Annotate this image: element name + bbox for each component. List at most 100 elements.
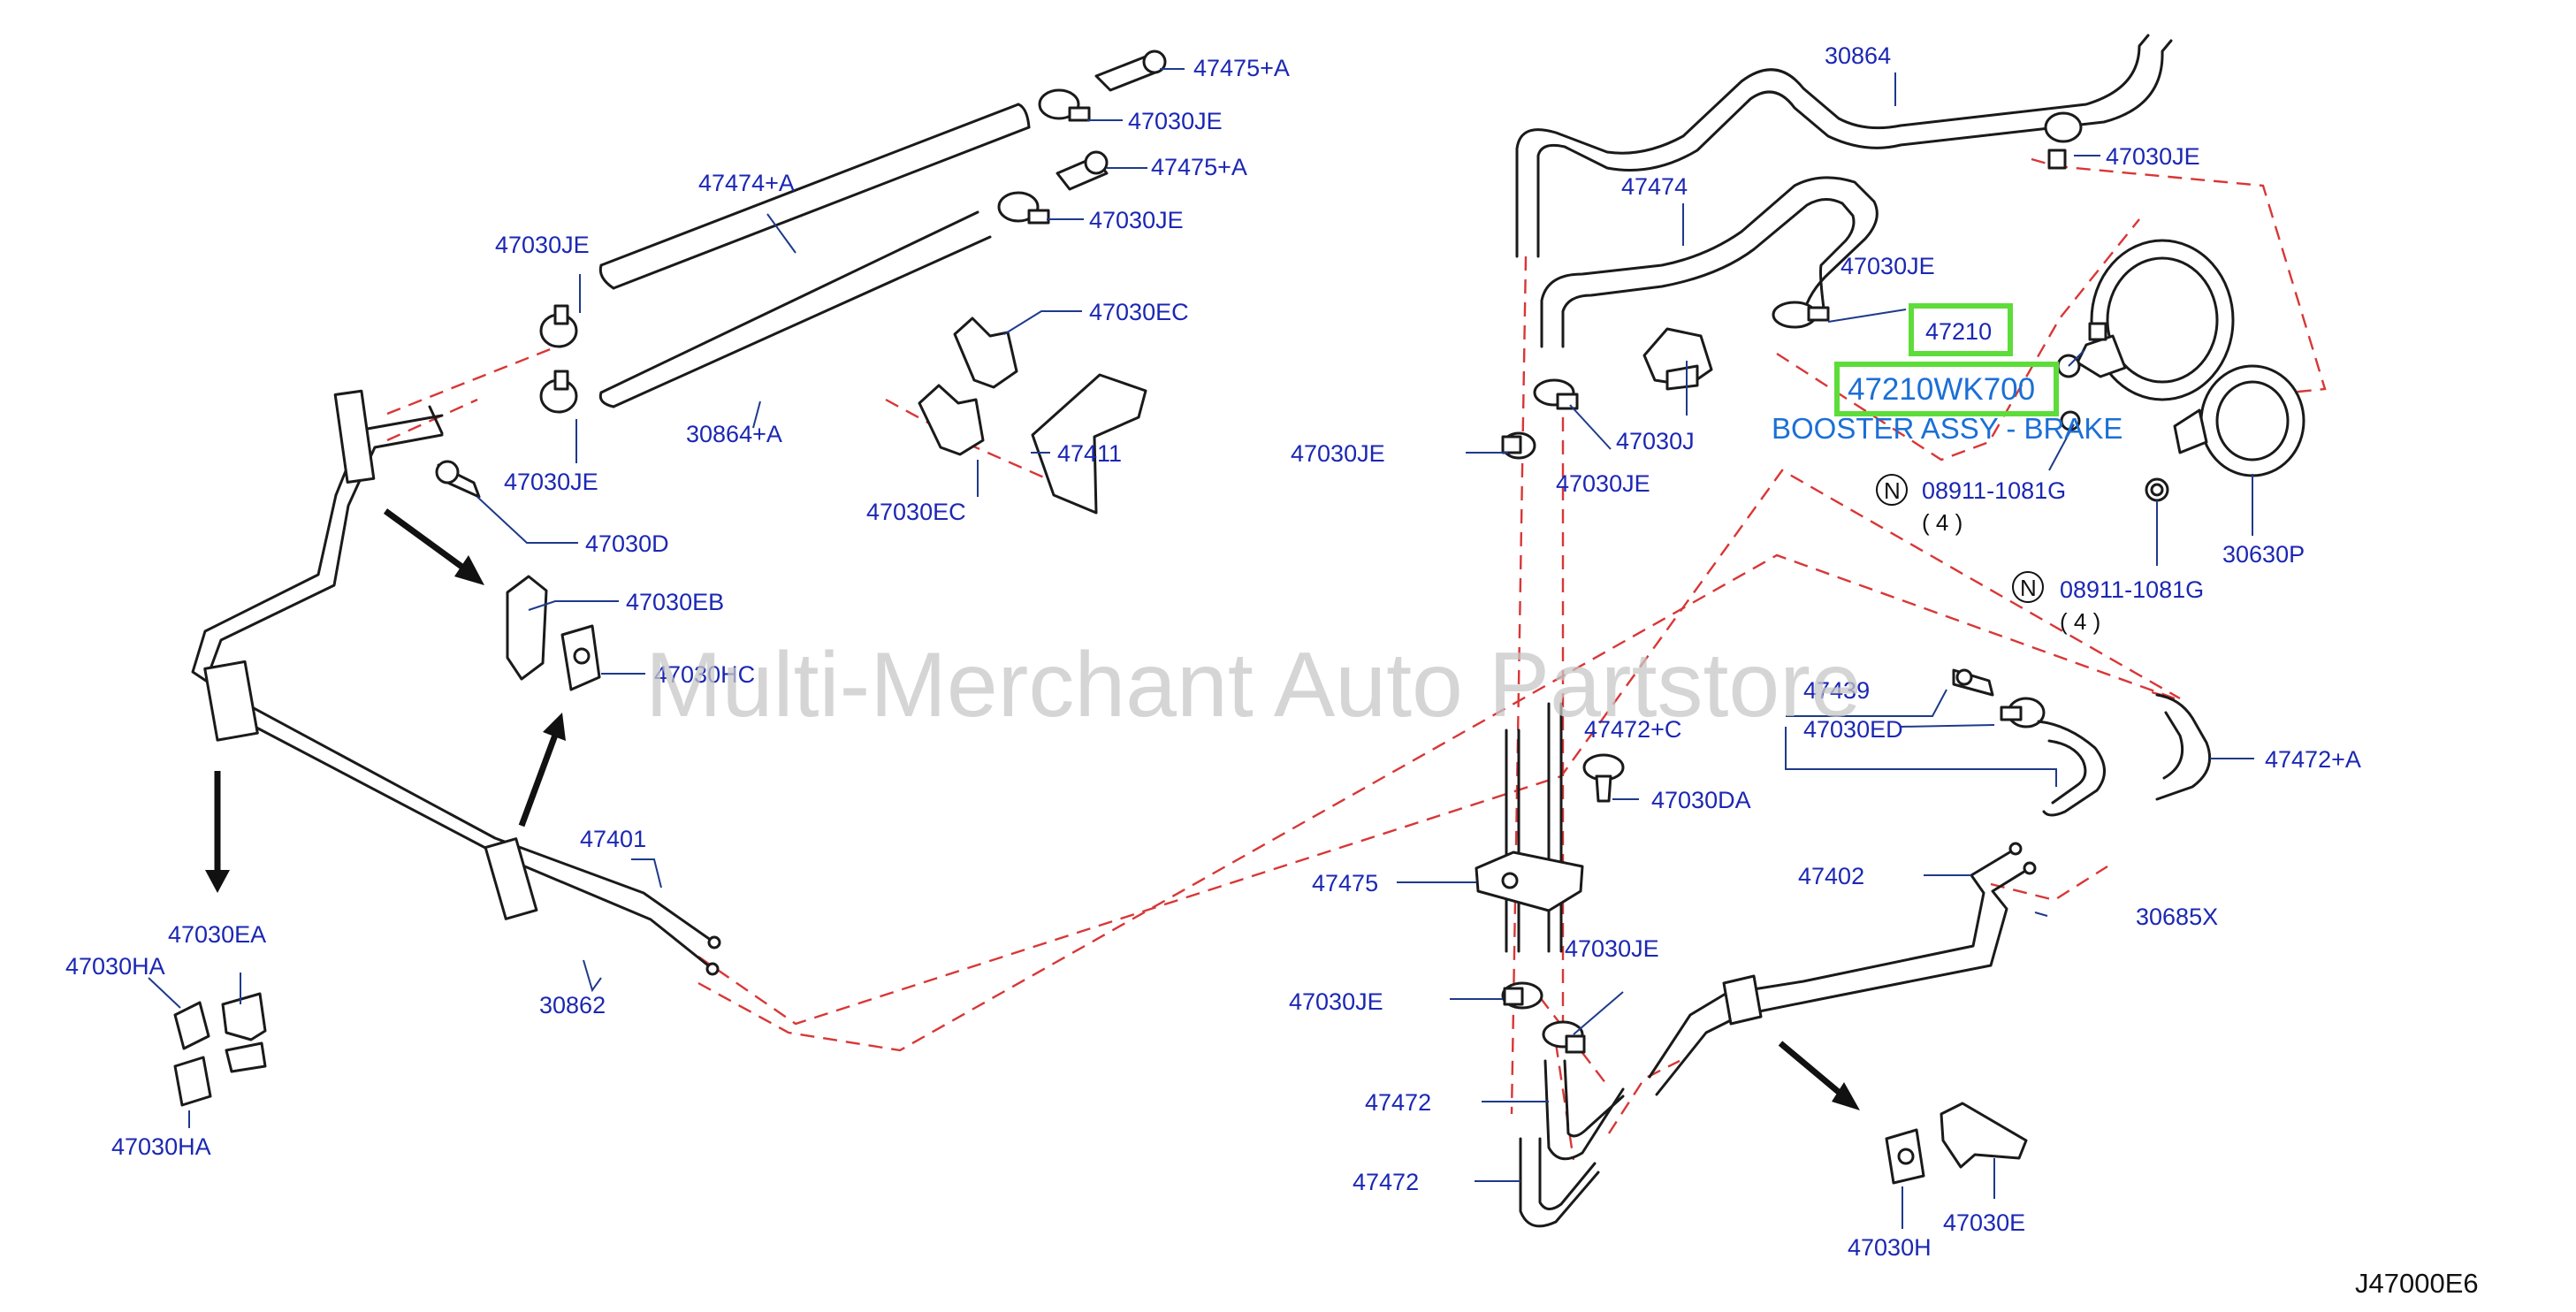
part-label: 47030JE — [1289, 988, 1383, 1015]
highlight-box-47210[interactable] — [1909, 303, 2013, 356]
part-label: 08911-1081G — [1922, 477, 2066, 504]
brake-booster-47210 — [2056, 239, 2235, 401]
hose-47474a — [598, 103, 1031, 290]
part-label: 47030E — [1943, 1209, 2025, 1236]
clamp-47030ha — [173, 1001, 210, 1050]
hose-47472 — [1519, 1137, 1600, 1228]
guide-line — [1554, 1042, 1575, 1161]
hose-clip — [2000, 697, 2046, 728]
highlight-part-number[interactable]: 47210WK700 — [1848, 372, 2035, 407]
nut-symbol-icon — [1876, 474, 1908, 506]
part-label: 47030HA — [111, 1133, 211, 1160]
connector-47475a-bottom — [1056, 150, 1109, 191]
hose-30864a — [598, 210, 992, 408]
bracket-47030eb — [506, 575, 548, 681]
hose-clip — [1533, 378, 1579, 410]
part-label: 30864 — [1825, 42, 1891, 69]
guide-line — [386, 398, 478, 442]
hose-30864 — [1515, 34, 2173, 258]
part-label: 47030EC — [1089, 299, 1189, 325]
part-label: 30630P — [2222, 541, 2305, 568]
part-label: 47030ED — [1803, 716, 1903, 743]
hose-47472a — [2155, 693, 2211, 801]
highlight-box-part-number[interactable] — [1834, 362, 2059, 416]
screw-47030da — [1582, 753, 1625, 803]
part-labels: 47475+A 47030JE 47475+A 47030JE 47474+A … — [65, 42, 2361, 1261]
part-label: 47030JE — [1565, 935, 1659, 962]
part-label: 47030EC — [866, 499, 966, 525]
part-label: 47030D — [585, 530, 669, 557]
hose-clip — [997, 191, 1050, 225]
part-label: 47030HA — [65, 953, 165, 980]
hose-47472c — [2037, 720, 2106, 817]
clamp-47030h — [1885, 1128, 1925, 1185]
part-label: 47030JE — [1089, 207, 1184, 233]
part-label: 47030HC — [654, 661, 755, 688]
hose-47472 — [1543, 1059, 1625, 1161]
clip-47030j — [1642, 327, 1713, 391]
guide-line — [1990, 865, 2108, 902]
guide-line — [2031, 157, 2327, 400]
part-label: 47474 — [1621, 173, 1688, 200]
quantity-label: ( 4 ) — [2060, 608, 2100, 635]
clamp-47030ha — [173, 1056, 212, 1107]
clamp-47030hc — [560, 624, 601, 691]
nut-symbol-letter: N — [1884, 477, 1901, 504]
part-label: 47402 — [1798, 863, 1864, 889]
part-label: 47030DA — [1651, 787, 1751, 813]
highlight-part-label[interactable]: 47210 — [1925, 318, 1992, 345]
bracket-47030e — [1940, 1102, 2028, 1169]
part-label: 47030EB — [626, 589, 724, 615]
part-label: 47472+A — [2265, 746, 2361, 773]
part-label: 47472+C — [1584, 716, 1681, 743]
guide-line — [697, 553, 2176, 1052]
part-label: 47030JE — [495, 232, 590, 258]
hose-clip — [1501, 431, 1536, 460]
part-label: 47030JE — [1291, 440, 1385, 467]
hose-clip — [1038, 88, 1091, 122]
quantity-markers: N ( 4 ) N ( 4 ) — [1876, 474, 2100, 635]
part-label: 47030JE — [1128, 108, 1223, 134]
part-label: 47472 — [1353, 1169, 1419, 1195]
hose-clip — [1772, 301, 1830, 329]
part-label: 30862 — [539, 992, 606, 1018]
part-label: 47439 — [1803, 677, 1870, 704]
part-label: 47030JE — [1556, 470, 1650, 497]
part-label: 30685X — [2136, 904, 2218, 930]
hose-clip — [2044, 111, 2083, 170]
hose-clip — [539, 304, 578, 348]
part-label: 47030J — [1616, 428, 1695, 454]
hose-clip — [1501, 981, 1543, 1010]
part-label: 47475+A — [1193, 55, 1290, 81]
clamp-47030ea — [221, 992, 267, 1073]
part-label: 47401 — [580, 826, 646, 852]
nut-symbol-icon — [2012, 571, 2044, 603]
hose-clip — [539, 370, 578, 414]
leader-lines — [148, 68, 2254, 1229]
part-label: 47411 — [1057, 440, 1122, 467]
part-label: 47030JE — [504, 469, 598, 495]
part-label: 47475+A — [1151, 154, 1247, 180]
watermark: Multi-Merchant Auto Partstore — [645, 634, 1862, 736]
hose-clip — [1542, 1020, 1586, 1054]
part-label: 08911-1081G — [2060, 576, 2204, 603]
vacuum-unit-30630p — [2173, 364, 2305, 477]
part-label: 30864+A — [686, 421, 782, 447]
junction-47475 — [1475, 702, 1584, 953]
connector-47475a-top — [1094, 50, 1167, 92]
part-label: 47030JE — [2106, 143, 2200, 170]
guide-line — [386, 324, 559, 416]
part-label: 47030H — [1848, 1234, 1932, 1261]
clip-47030ec — [953, 317, 1018, 389]
bracket-47411 — [1031, 373, 1147, 515]
part-label: 47030JE — [1841, 253, 1935, 279]
highlight-group: 47210 47210WK700 BOOSTER ASSY - BRAKE — [1772, 303, 2123, 445]
nut-symbol-letter: N — [2020, 575, 2037, 601]
quantity-label: ( 4 ) — [1922, 509, 1962, 536]
part-label: 47030EA — [168, 921, 266, 948]
hose-47474 — [1540, 176, 1879, 348]
bolt-08911 — [2145, 477, 2169, 502]
guide-line — [1510, 256, 1528, 1115]
part-label: 47474+A — [698, 170, 795, 196]
